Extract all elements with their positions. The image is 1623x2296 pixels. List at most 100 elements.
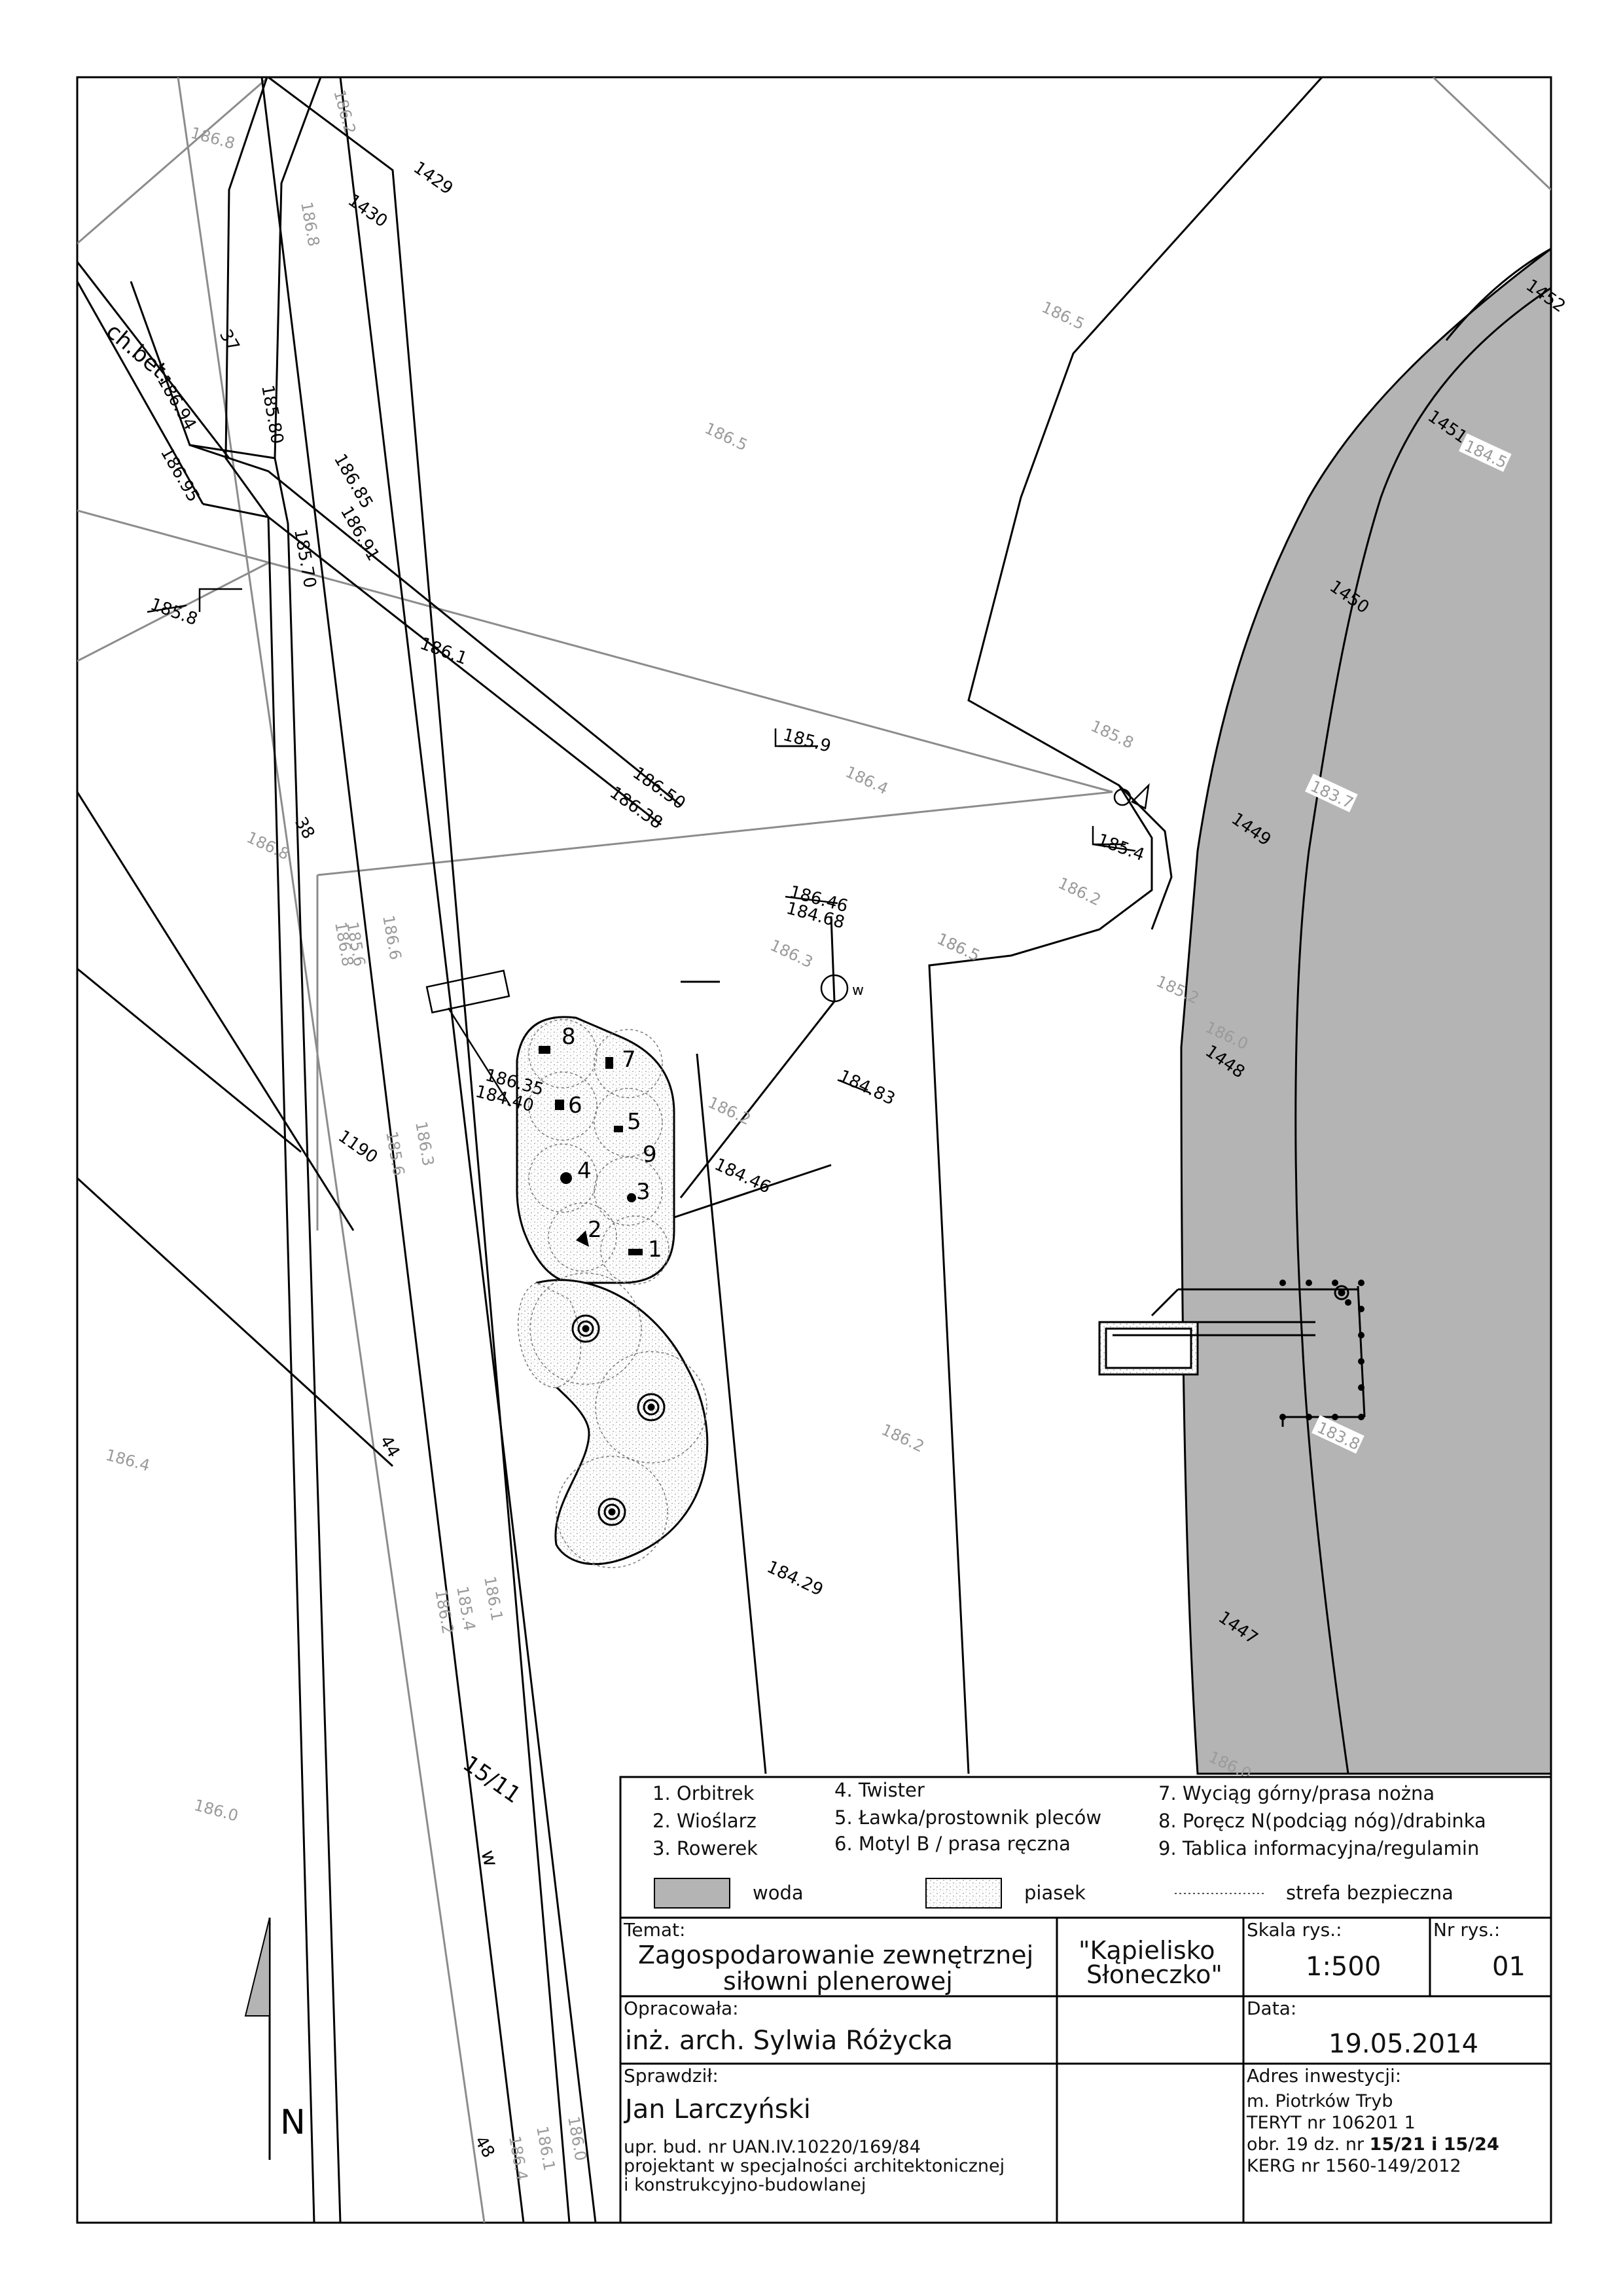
data-value: 19.05.2014 xyxy=(1329,2029,1479,2059)
equipment-number-9: 9 xyxy=(643,1141,657,1168)
equipment-icon xyxy=(614,1126,623,1132)
height-label-grey: 186.5 xyxy=(934,929,982,965)
height-label-grey: 186.3 xyxy=(767,936,815,971)
upr-line3: i konstrukcyjno-budowlanej xyxy=(624,2175,866,2195)
legend-water-swatch xyxy=(654,1878,730,1909)
equipment-icons xyxy=(539,1046,643,1255)
swing-icon xyxy=(597,1498,626,1526)
survey-marks xyxy=(198,588,1150,1107)
north-arrow xyxy=(244,1917,271,2160)
utility-w-label: w xyxy=(476,1848,502,1869)
equipment-icon xyxy=(605,1057,613,1069)
height-label-grey: 186.0 xyxy=(192,1796,240,1825)
height-label-grey: 185.8 xyxy=(1088,717,1136,752)
legend-strefa-label: strefa bezpieczna xyxy=(1286,1882,1454,1904)
adres-line3: obr. 19 dz. nr 15/21 i 15/24 xyxy=(1247,2134,1499,2155)
nr-label: Nr rys.: xyxy=(1433,1919,1501,1941)
height-label: 186.1 xyxy=(418,634,470,669)
equipment-icon xyxy=(560,1172,572,1184)
adres-line1: m. Piotrków Tryb xyxy=(1247,2091,1393,2111)
water-parcel-line xyxy=(1294,287,1551,1774)
height-label: 185.80 xyxy=(257,384,287,446)
equipment-number-6: 6 xyxy=(568,1092,582,1119)
parcel-label-1429: 1429 xyxy=(410,158,456,199)
equipment-number-5: 5 xyxy=(627,1109,641,1135)
pier-dots xyxy=(1279,1280,1364,1420)
legend-item-6: 6. Motyl B / prasa ręczna xyxy=(834,1833,1071,1855)
water-edge-upper xyxy=(1445,247,1551,341)
equipment-number-8: 8 xyxy=(562,1024,576,1050)
height-label-grey: 185.6 xyxy=(382,1130,408,1177)
parcel-label-1430: 1430 xyxy=(344,190,391,232)
equipment-number-2: 2 xyxy=(588,1217,602,1243)
height-label-grey: 186.4 xyxy=(505,2134,531,2182)
height-label-grey: 185.4 xyxy=(453,1585,479,1632)
height-label: 185.4 xyxy=(1095,830,1147,865)
adres-line4: KERG nr 1560-149/2012 xyxy=(1247,2156,1461,2176)
height-label-grey: 186.5 xyxy=(1039,298,1087,333)
well-w-label: w xyxy=(852,982,864,999)
height-label: 186.94 xyxy=(153,372,200,434)
legend-item-7: 7. Wyciąg górny/prasa nożna xyxy=(1158,1782,1435,1804)
pier-structure xyxy=(1098,1285,1366,1427)
height-label: 184.83 xyxy=(836,1066,898,1109)
nr-value: 01 xyxy=(1492,1952,1525,1982)
height-label-grey: 186.2 xyxy=(431,1588,457,1636)
title-block-frame xyxy=(619,1776,1552,2224)
equipment-icon xyxy=(555,1100,564,1110)
safety-zone-circles xyxy=(528,1019,669,1285)
data-label: Data: xyxy=(1247,1998,1297,2019)
height-label-grey: 186.1 xyxy=(480,1575,507,1623)
swing-icon xyxy=(637,1393,666,1422)
legend-item-8: 8. Poręcz N(podciąg nóg)/drabinka xyxy=(1158,1810,1486,1832)
adres-line3-prefix: obr. 19 dz. nr xyxy=(1247,2134,1370,2155)
height-label-grey: 186.2 xyxy=(705,1093,753,1128)
legend-item-4: 4. Twister xyxy=(834,1779,925,1801)
gym-equipment-zone xyxy=(516,1016,675,1284)
height-label: 186.95 xyxy=(156,444,203,506)
parcel-label-1190: 1190 xyxy=(334,1126,381,1168)
grey-reference-lines xyxy=(77,77,1551,2223)
height-label-grey: 186.5 xyxy=(702,419,750,454)
equipment-icon xyxy=(539,1046,550,1054)
skala-label: Skala rys.: xyxy=(1247,1919,1342,1941)
equipment-number-1: 1 xyxy=(648,1236,662,1263)
adres-line3-value: 15/21 i 15/24 xyxy=(1369,2134,1499,2155)
sprawdzil-label: Sprawdził: xyxy=(624,2065,719,2087)
swing-icon xyxy=(571,1314,600,1343)
height-label-grey: 186.2 xyxy=(878,1420,927,1456)
height-label: 185.70 xyxy=(290,528,319,590)
legend-item-1: 1. Orbitrek xyxy=(652,1782,755,1804)
legend-item-9: 9. Tablica informacyjna/regulamin xyxy=(1158,1837,1480,1859)
temat-line1: Zagospodarowanie zewnętrznej xyxy=(638,1941,1034,1969)
parcel-label-38: 38 xyxy=(291,814,319,843)
project-name-line1: "Kąpielisko xyxy=(1079,1936,1215,1965)
parcel-label-15-11: 15/11 xyxy=(458,1751,526,1809)
height-label: 185.9 xyxy=(781,725,833,757)
kidney-circles xyxy=(529,1272,707,1568)
legend-item-3: 3. Rowerek xyxy=(652,1837,758,1859)
height-label-grey: 186.0 xyxy=(564,2115,590,2162)
equipment-icon xyxy=(627,1193,636,1202)
adres-label: Adres inwestycji: xyxy=(1247,2065,1402,2087)
equipment-icon xyxy=(576,1230,589,1247)
water-area xyxy=(1180,247,1551,1775)
height-label: 184.46 xyxy=(711,1155,774,1198)
legend-sand-swatch xyxy=(925,1878,1002,1909)
temat-label: Temat: xyxy=(624,1919,686,1941)
parcel-label-44: 44 xyxy=(376,1433,404,1462)
height-label: 186.91 xyxy=(336,503,383,565)
equipment-number-4: 4 xyxy=(577,1158,592,1184)
height-label-grey: 186.2 xyxy=(330,88,359,136)
opracowala-label: Opracowała: xyxy=(624,1998,739,2019)
sprawdzil-value: Jan Larczyński xyxy=(625,2094,811,2125)
legend-item-5: 5. Ławka/prostownik pleców xyxy=(834,1806,1102,1829)
height-label: 185.8 xyxy=(148,594,200,630)
upr-line1: upr. bud. nr UAN.IV.10220/169/84 xyxy=(624,2137,921,2157)
north-letter: N xyxy=(280,2103,306,2142)
legend-item-2: 2. Wioślarz xyxy=(652,1810,757,1832)
equipment-icon xyxy=(628,1249,643,1255)
opracowala-value: inż. arch. Sylwia Różycka xyxy=(625,2026,954,2056)
